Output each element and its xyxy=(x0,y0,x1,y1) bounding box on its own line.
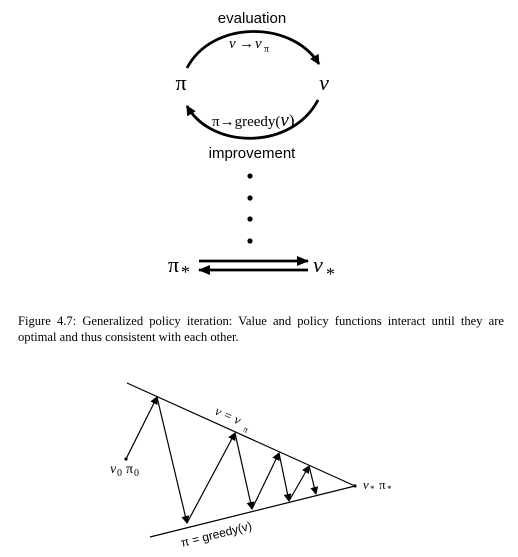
gpi-convergence-diagram: v 0 π 0 v * π * v = v π π = greedy(v) xyxy=(110,382,392,550)
start-label: v 0 π 0 xyxy=(110,462,139,479)
svg-text:*: * xyxy=(181,262,190,282)
zigzag-arrows xyxy=(125,396,319,524)
svg-text:→: → xyxy=(239,36,254,52)
svg-text:v: v xyxy=(255,36,262,52)
v-star-label: v * xyxy=(313,252,335,284)
end-label: v * π * xyxy=(363,477,392,494)
policy-line-label: π = greedy(v) xyxy=(179,519,253,550)
pi-star-label: π * xyxy=(168,252,190,282)
gpi-cycle-diagram: evaluation v → v π π v π→greedy(v) impro… xyxy=(168,10,335,284)
evaluation-arc xyxy=(185,30,321,69)
svg-text:π: π xyxy=(126,462,133,477)
svg-text:v: v xyxy=(313,252,323,277)
value-line xyxy=(126,382,356,487)
v-node-label: v xyxy=(319,70,329,95)
improvement-arc xyxy=(185,99,320,140)
svg-text:π→greedy(v): π→greedy(v) xyxy=(212,110,295,131)
svg-text:v: v xyxy=(229,36,236,52)
svg-text:π: π xyxy=(379,477,386,492)
v-to-vpi-label: v → v π xyxy=(229,36,269,55)
svg-text:π: π xyxy=(242,424,251,435)
svg-text:π: π xyxy=(264,44,269,55)
svg-text:*: * xyxy=(387,484,392,494)
evaluation-label: evaluation xyxy=(218,10,286,27)
svg-text:*: * xyxy=(326,264,335,284)
svg-text:π: π xyxy=(168,252,179,277)
svg-text:v: v xyxy=(110,462,117,477)
start-point xyxy=(124,457,128,461)
svg-text:v: v xyxy=(363,477,369,492)
svg-text:0: 0 xyxy=(134,468,139,479)
improvement-label: improvement xyxy=(209,145,297,162)
policy-line xyxy=(149,485,356,538)
svg-text:0: 0 xyxy=(117,468,122,479)
svg-text:*: * xyxy=(370,484,375,494)
svg-text:π = greedy(v): π = greedy(v) xyxy=(179,519,253,550)
end-point xyxy=(353,484,357,488)
continuation-dots xyxy=(247,173,253,244)
figure-caption: Figure 4.7: Generalized policy iteration… xyxy=(18,314,504,344)
greedy-label: π→greedy(v) xyxy=(212,110,295,131)
pi-node-label: π xyxy=(175,70,186,95)
